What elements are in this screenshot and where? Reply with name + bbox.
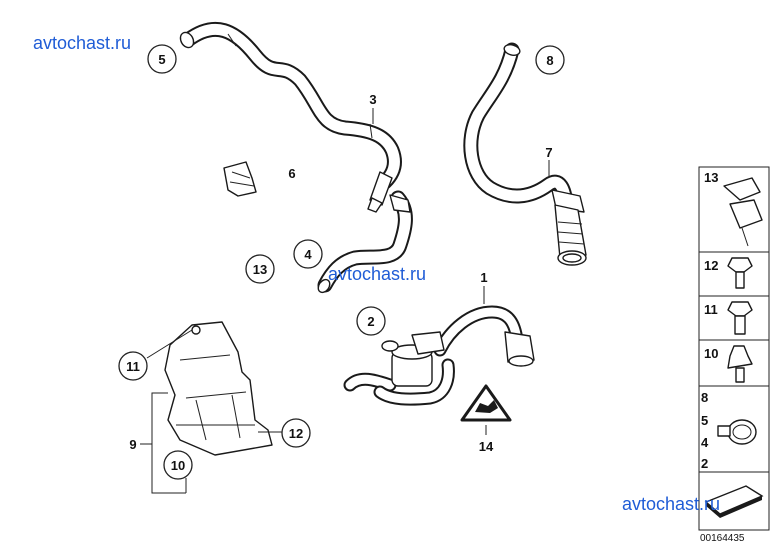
legend-panel: 13 12 11 10 8 5 4 2 [698,166,770,531]
svg-text:11: 11 [126,359,140,374]
clip-6 [223,161,257,197]
watermark-top-left: avtochast.ru [33,33,131,53]
svg-text:4: 4 [304,247,312,262]
arrow-symbol-icon [704,485,764,518]
clip-10-icon [727,345,753,383]
svg-text:13: 13 [253,262,267,277]
callout-10: 10 [163,450,193,480]
callout-2: 2 [356,306,386,336]
hose-4 [317,190,413,294]
svg-text:5: 5 [158,52,165,67]
callout-4: 4 [293,239,323,269]
callout-11: 11 [118,351,148,381]
label-9: 9 [129,437,136,452]
clip-13-icon [723,177,763,247]
bracket-9 [164,321,273,456]
svg-text:2: 2 [367,314,374,329]
legend-label-10: 10 [704,346,718,361]
svg-text:10: 10 [171,458,185,473]
label-3: 3 [369,92,376,107]
watermark-bottom-right: avtochast.ru [622,494,720,514]
legend-group-4: 4 [701,435,709,450]
warning-label-14 [460,384,512,422]
callout-13: 13 [245,254,275,284]
legend-label-13: 13 [704,170,718,185]
svg-text:12: 12 [289,426,303,441]
bolt-11-icon [727,301,753,335]
leader-lines [140,108,550,494]
catalog-number: 00164435 [700,533,745,544]
callout-8: 8 [535,45,565,75]
label-6: 6 [288,166,295,181]
legend-group-5: 5 [701,413,708,428]
callout-12: 12 [281,418,311,448]
hose-clamp-icon [717,419,757,445]
label-7: 7 [545,145,552,160]
label-1: 1 [480,270,487,285]
legend-label-12: 12 [704,258,718,273]
pump-1 [343,305,535,406]
legend-group-2: 2 [701,456,708,471]
bolt-12-icon [727,257,753,289]
legend-label-11: 11 [704,302,718,317]
callout-5: 5 [147,44,177,74]
watermark-center: avtochast.ru [328,264,426,284]
hose-3 [179,21,402,213]
hose-7 [463,42,587,266]
label-14: 14 [479,439,494,454]
svg-text:8: 8 [546,53,553,68]
legend-group-8: 8 [701,390,708,405]
